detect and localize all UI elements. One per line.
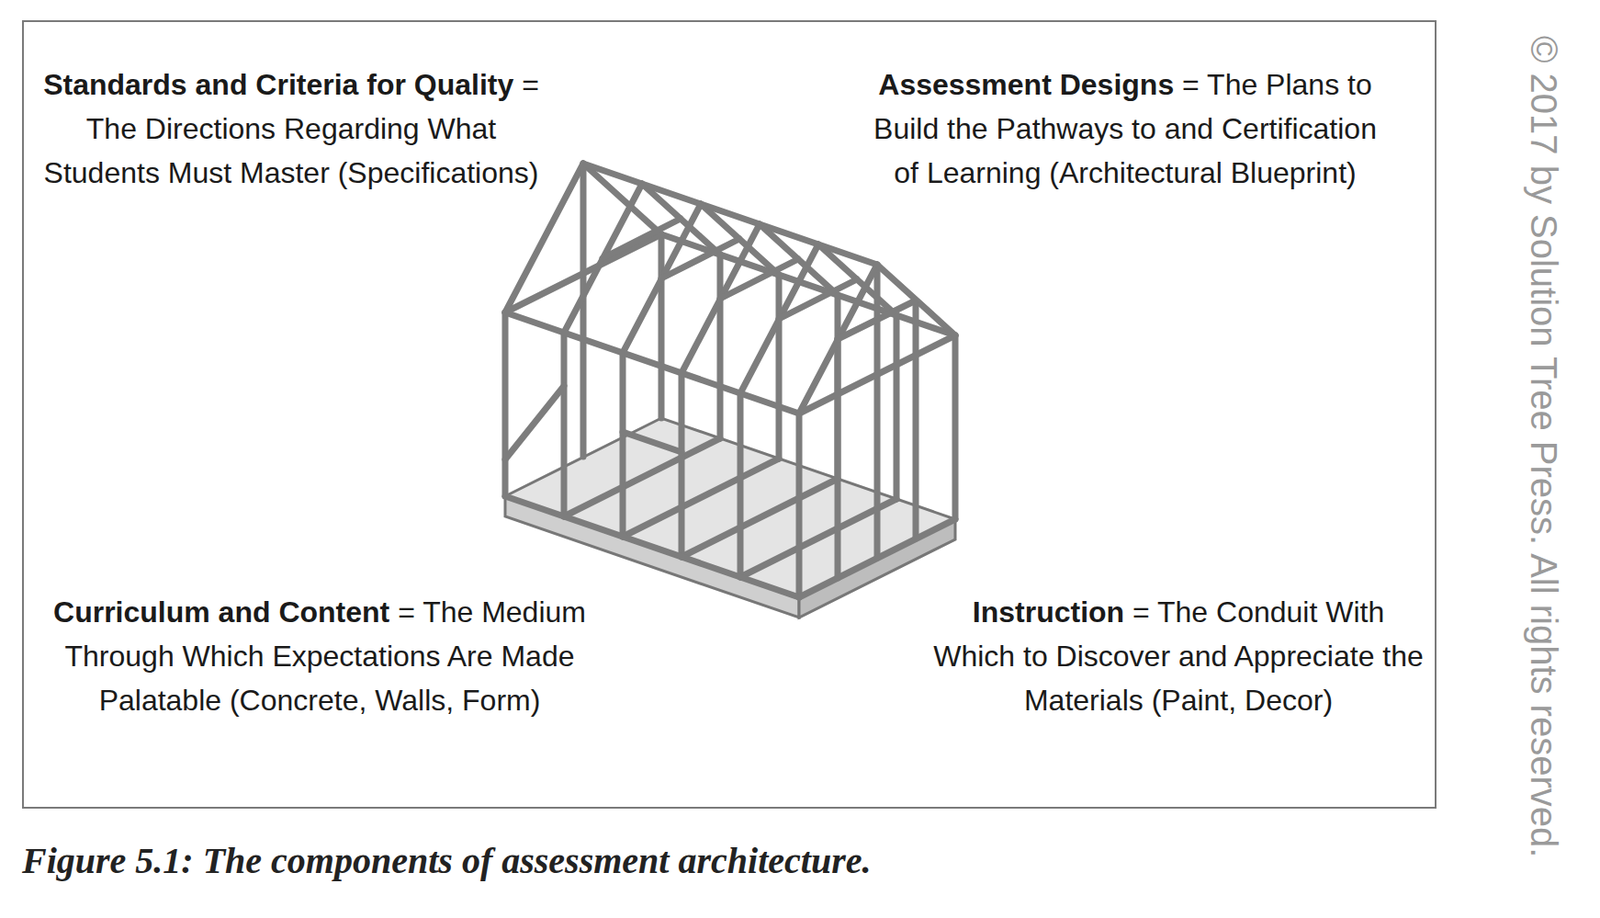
component-text: Standards and Criteria for Quality = The… (33, 62, 549, 195)
component-text: Assessment Designs = The Plans to Build … (867, 62, 1383, 195)
component-name: Standards and Criteria for Quality (43, 67, 514, 102)
component-name: Assessment Designs (878, 67, 1174, 102)
component-name: Instruction (972, 595, 1125, 629)
component-text: Instruction = The Conduit With Which to … (930, 589, 1427, 722)
diagram-frame: Standards and Criteria for Quality = The… (22, 20, 1437, 809)
copyright-note: © 2017 by Solution Tree Press. All right… (1521, 35, 1567, 881)
figure-caption: Figure 5.1: The components of assessment… (22, 837, 871, 884)
floor-platform (505, 417, 956, 618)
component-text: Curriculum and Content = The Medium Thro… (44, 589, 596, 722)
component-name: Curriculum and Content (53, 595, 390, 629)
lumber-frame (505, 163, 956, 598)
